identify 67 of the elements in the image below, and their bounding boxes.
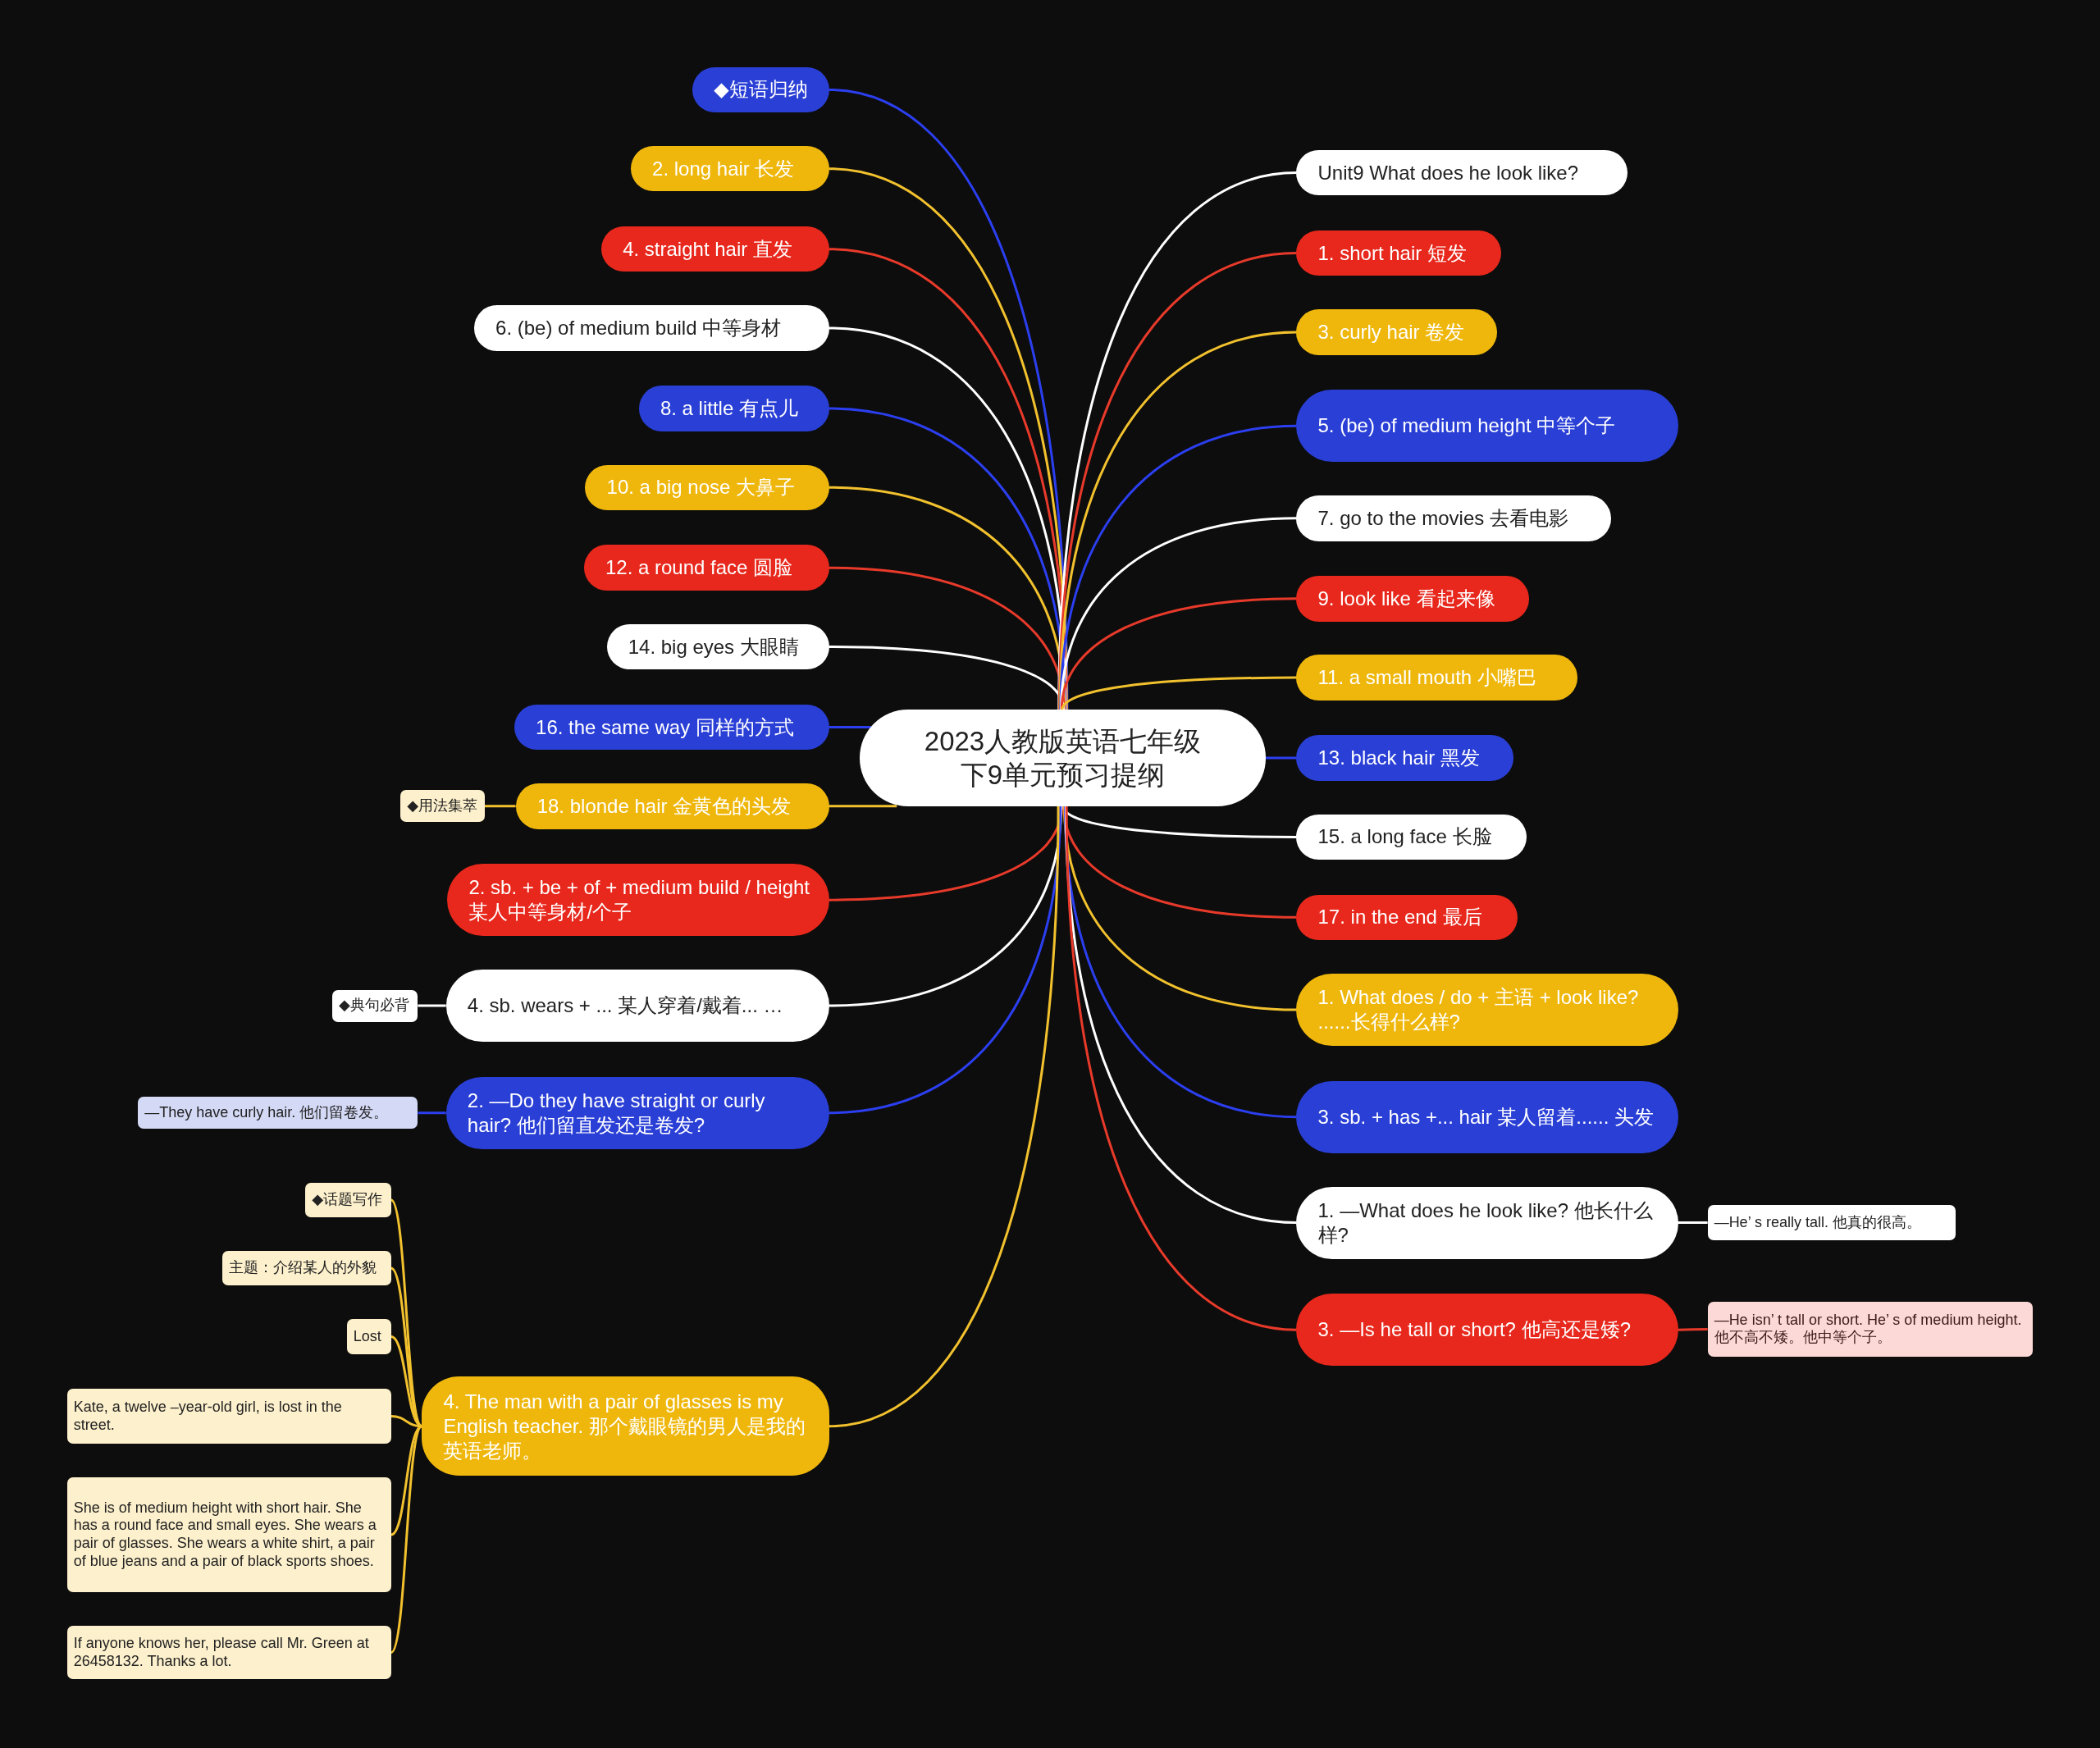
- connector-line: [829, 407, 1066, 710]
- note-box: 主题：介绍某人的外貌: [222, 1250, 391, 1286]
- connector-line: [418, 1111, 446, 1115]
- note-box: Kate, a twelve –year-old girl, is lost in the street.: [66, 1389, 391, 1444]
- topic-pill: 15. a long face 长脸: [1296, 814, 1527, 860]
- connector-line: [829, 566, 1066, 710]
- note-box: —He isn’ t tall or short. He’ s of medium height. 他不高不矮。他中等个子。: [1707, 1301, 2034, 1357]
- topic-pill: 3. sb. + has +... hair 某人留着...... 头发: [1296, 1080, 1678, 1153]
- note-box: —He’ s really tall. 他真的很高。: [1707, 1205, 1956, 1240]
- connector-line: [829, 806, 1062, 1115]
- connector-line: [485, 805, 516, 808]
- connector-line: [390, 1425, 423, 1654]
- connector-line: [829, 806, 1060, 1428]
- topic-pill: 4. straight hair 直发: [601, 226, 829, 272]
- topic-pill: 16. the same way 同样的方式: [514, 704, 829, 751]
- note-box: —They have curly hair. 他们留卷发。: [138, 1097, 418, 1130]
- topic-pill: 4. The man with a pair of glasses is my English teacher. 那个戴眼镜的男人是我的英语老师。: [422, 1376, 829, 1476]
- connector-line: [1265, 756, 1297, 760]
- connector-line: [1678, 1221, 1708, 1225]
- topic-pill: 9. look like 看起来像: [1296, 576, 1530, 622]
- connector-line: [390, 1267, 423, 1427]
- connector-line: [1059, 424, 1297, 710]
- connector-line: [829, 805, 897, 808]
- topic-pill: 6. (be) of medium build 中等身材: [473, 305, 829, 351]
- topic-pill: ◆短语归纳: [692, 66, 829, 113]
- connector-line: [1063, 806, 1297, 1119]
- topic-pill: 8. a little 有点儿: [638, 386, 829, 431]
- topic-pill: 11. a small mouth 小嘴巴: [1296, 655, 1578, 701]
- topic-pill: 2. long hair 长发: [630, 145, 829, 192]
- note-box: ◆典句必背: [331, 989, 418, 1022]
- connector-line: [1065, 806, 1297, 1331]
- topic-pill: 14. big eyes 大眼睛: [606, 623, 829, 670]
- topic-pill: 1. —What does he look like? 他长什么样?: [1296, 1186, 1678, 1259]
- note-box: ◆用法集萃: [400, 790, 485, 823]
- topic-pill: 2. sb. + be + of + medium build / height 某人中等身材/个子: [447, 864, 829, 937]
- note-box: Lost: [346, 1319, 391, 1354]
- connector-line: [418, 1004, 446, 1007]
- topic-pill: 1. What does / do + 主语 + look like? ......长得什么样?: [1296, 973, 1678, 1047]
- connector-line: [1064, 806, 1297, 1225]
- topic-pill: 5. (be) of medium height 中等个子: [1296, 390, 1678, 463]
- topic-pill: 4. sb. wears + ... 某人穿着/戴着... …: [445, 970, 829, 1043]
- topic-pill: 3. curly hair 卷发: [1296, 309, 1498, 355]
- connector-line: [829, 486, 1066, 710]
- note-box: ◆话题写作: [305, 1182, 391, 1218]
- topic-pill: 17. in the end 最后: [1296, 894, 1518, 941]
- topic-pill: 13. black hair 黑发: [1296, 735, 1513, 781]
- connector-line: [829, 806, 1062, 1007]
- topic-pill: 10. a big nose 大鼻子: [585, 464, 829, 510]
- connector-line: [829, 726, 871, 729]
- topic-pill: 1. short hair 短发: [1296, 230, 1502, 276]
- central-topic: 2023人教版英语七年级下9单元预习提纲: [860, 710, 1266, 806]
- topic-pill: 7. go to the movies 去看电影: [1296, 495, 1612, 541]
- connector-line: [1062, 806, 1297, 919]
- topic-pill: 18. blonde hair 金黄色的头发: [515, 783, 829, 829]
- note-box: She is of medium height with short hair. She has a round face and small eyes. She wears a pair of glasses. She wears a white shirt, a pair of blue jeans and a pair of black sports shoes.: [66, 1476, 391, 1593]
- topic-pill: 3. —Is he tall or short? 他高还是矮?: [1296, 1294, 1678, 1367]
- connector-line: [1678, 1327, 1708, 1331]
- note-box: If anyone knows her, please call Mr. Green at 26458132. Thanks a lot.: [66, 1626, 391, 1680]
- connector-line: [829, 646, 1065, 710]
- connector-line: [1063, 806, 1297, 1011]
- topic-pill: Unit9 What does he look like?: [1296, 149, 1628, 196]
- connector-line: [390, 1425, 423, 1536]
- connector-line: [1061, 676, 1297, 710]
- topic-pill: 2. —Do they have straight or curly hair? 他们留直发还是卷发?: [445, 1076, 829, 1149]
- connector-line: [1060, 597, 1297, 710]
- connector-line: [1060, 517, 1297, 710]
- topic-pill: 12. a round face 圆脸: [583, 545, 829, 591]
